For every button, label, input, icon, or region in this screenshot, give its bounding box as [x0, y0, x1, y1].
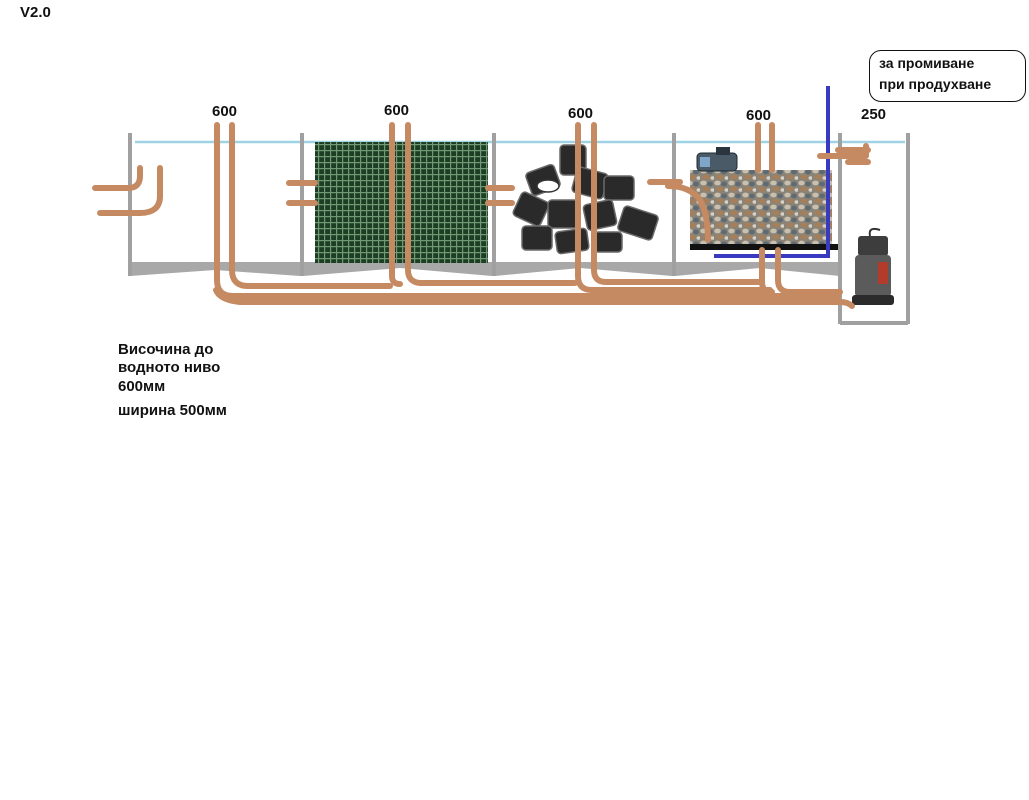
chamber1-dimension: 600: [212, 103, 238, 120]
chamber2-dimension: 600: [384, 102, 410, 119]
pipe-network: [92, 122, 871, 309]
callout-line-1: за промиване: [879, 55, 975, 71]
note-width: ширина 500мм: [118, 402, 227, 419]
version-label: V2.0: [20, 4, 51, 21]
backwash-callout: [869, 50, 1026, 102]
bio-media: [512, 144, 659, 255]
submersible-pump-icon: [852, 227, 894, 305]
air-pump-icon: [696, 147, 738, 172]
note-height-line-1: Височина до: [118, 341, 214, 358]
gravel-bed: [690, 170, 832, 246]
tank-floor: [130, 262, 840, 276]
pump-chamber-dimension: 250: [861, 106, 887, 123]
callout-line-2: при продухване: [879, 76, 992, 92]
filter-mesh: [315, 142, 488, 263]
note-height-value: 600мм: [118, 378, 166, 395]
gravel-support-bar: [690, 244, 838, 250]
note-height-line-2: водното ниво: [118, 359, 221, 376]
blue-backwash-pipe: [714, 86, 830, 258]
chamber3-dimension: 600: [568, 105, 594, 122]
chamber4-dimension: 600: [746, 107, 772, 124]
